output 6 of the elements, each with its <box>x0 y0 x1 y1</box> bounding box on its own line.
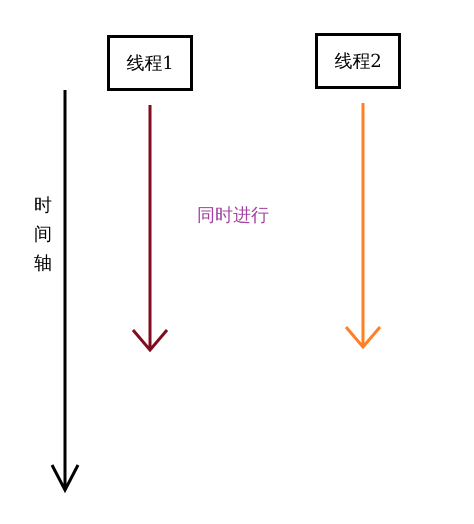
arrow <box>344 103 382 348</box>
thread-box: 线程2 <box>315 33 401 89</box>
arrow <box>132 105 168 352</box>
thread-box: 线程1 <box>107 35 193 91</box>
axis-label: 时间轴 <box>34 194 52 276</box>
note-text: 同时进行 <box>197 204 269 227</box>
